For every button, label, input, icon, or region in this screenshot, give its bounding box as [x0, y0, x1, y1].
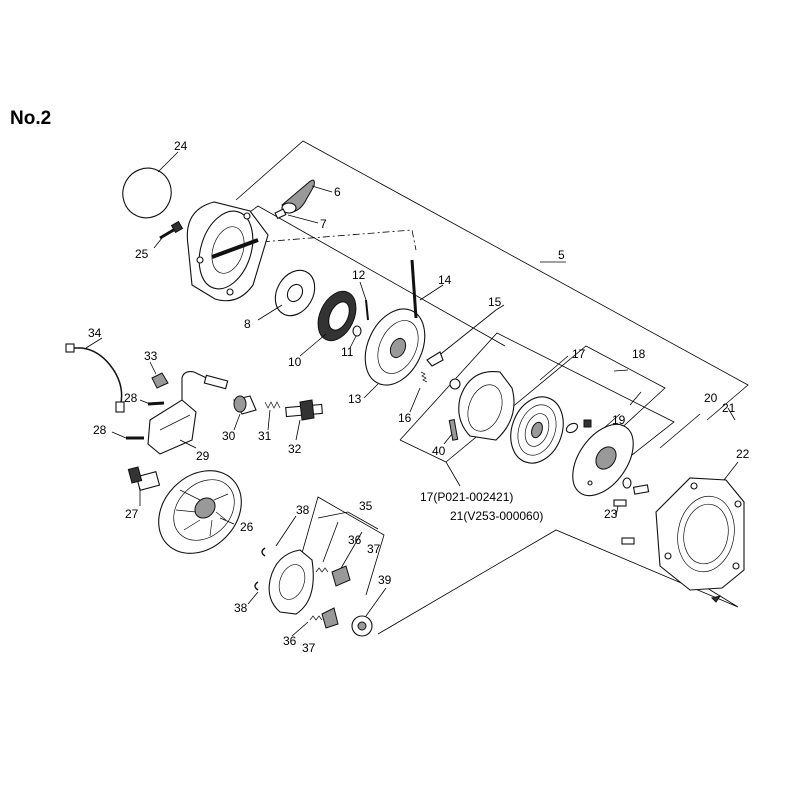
- label-27: 27: [125, 507, 139, 521]
- label-16: 16: [398, 411, 412, 425]
- nut-39: [351, 615, 373, 637]
- rope-14: [410, 259, 418, 319]
- bolt-27: [127, 466, 161, 492]
- label-6: 6: [334, 185, 341, 199]
- label-28-top: 28: [124, 391, 138, 405]
- washer-20: [622, 477, 632, 489]
- label-38-top: 38: [296, 503, 310, 517]
- pin-12: [365, 299, 369, 321]
- ratchet-screw: [583, 419, 592, 428]
- screw-23a: [613, 499, 627, 507]
- ratchet-pin: [565, 422, 579, 434]
- starter-handle-6: [281, 179, 315, 214]
- label-15: 15: [488, 295, 502, 309]
- label-23: 23: [604, 507, 618, 521]
- label-33: 33: [144, 349, 158, 363]
- label-22: 22: [736, 447, 750, 461]
- label-30: 30: [222, 429, 236, 443]
- diagram-title: No.2: [10, 108, 52, 129]
- arrow-indicator: [711, 595, 722, 603]
- label-17-ref: 17(P021-002421): [420, 490, 513, 504]
- label-25: 25: [135, 247, 149, 261]
- label-12: 12: [352, 268, 366, 282]
- washer-11: [352, 325, 362, 337]
- screw-23b: [621, 537, 635, 545]
- ratchet-housing-17: [449, 370, 515, 441]
- pawl-15: [426, 351, 444, 367]
- clutch-body-35: [268, 549, 314, 615]
- flywheel-26: [158, 470, 242, 554]
- label-35: 35: [359, 499, 373, 513]
- label-26: 26: [240, 520, 254, 534]
- label-21: 21: [722, 401, 736, 415]
- spring-10: [317, 290, 357, 342]
- spiral-spring: [510, 396, 564, 464]
- label-18: 18: [632, 347, 646, 361]
- label-24: 24: [174, 139, 188, 153]
- shoe-37-bottom: [321, 607, 339, 629]
- spring-36-top: [315, 567, 329, 573]
- label-31: 31: [258, 429, 272, 443]
- label-13: 13: [348, 392, 362, 406]
- leader-lines: [85, 151, 739, 637]
- label-14: 14: [438, 273, 452, 287]
- label-5: 5: [558, 248, 565, 262]
- label-17: 17: [572, 347, 586, 361]
- label-36-bottom: 36: [283, 634, 297, 648]
- clip-33: [151, 372, 169, 389]
- ignition-coil-29: [147, 371, 229, 455]
- spark-plug-32: [285, 399, 323, 421]
- screw-28-top: [147, 401, 165, 406]
- label-32: 32: [288, 442, 302, 456]
- bolt-21: [632, 484, 650, 495]
- plug-cap-30: [233, 395, 257, 415]
- spring-36-bottom: [309, 615, 323, 621]
- label-7: 7: [320, 217, 327, 231]
- part-labels: 24 6 7 25 5 14 12 15 8 10 11 13 16 34 33…: [88, 139, 750, 655]
- pulley-13: [364, 308, 426, 386]
- wire-34: [65, 343, 125, 413]
- label-11: 11: [341, 345, 354, 359]
- spring-31: [264, 401, 281, 409]
- label-36-top: 36: [348, 533, 362, 547]
- key-40: [448, 419, 459, 441]
- label-39: 39: [378, 573, 392, 587]
- label-10: 10: [288, 355, 302, 369]
- starter-case: [186, 201, 269, 302]
- crankcase-cover-22: [655, 477, 745, 591]
- label-38-bottom: 38: [234, 601, 248, 615]
- o-ring-24: [122, 167, 172, 219]
- label-19: 19: [612, 413, 626, 427]
- assembly-lines: [235, 140, 749, 635]
- label-29: 29: [196, 449, 210, 463]
- washer-8: [274, 269, 316, 317]
- clip-38-bottom: [254, 581, 259, 591]
- label-21-ref: 21(V253-000060): [450, 509, 543, 523]
- label-28-bottom: 28: [93, 423, 107, 437]
- label-20: 20: [704, 391, 718, 405]
- shoe-37-top: [331, 565, 351, 587]
- spring-16: [420, 371, 428, 383]
- clip-38-top: [261, 547, 266, 557]
- label-8: 8: [244, 317, 251, 331]
- ratchet-plate-19: [572, 423, 634, 497]
- label-34: 34: [88, 326, 102, 340]
- pin-7: [274, 208, 287, 220]
- label-37-bottom: 37: [302, 641, 316, 655]
- screw-25: [159, 220, 184, 240]
- label-37-top: 37: [367, 542, 381, 556]
- label-40: 40: [432, 444, 446, 458]
